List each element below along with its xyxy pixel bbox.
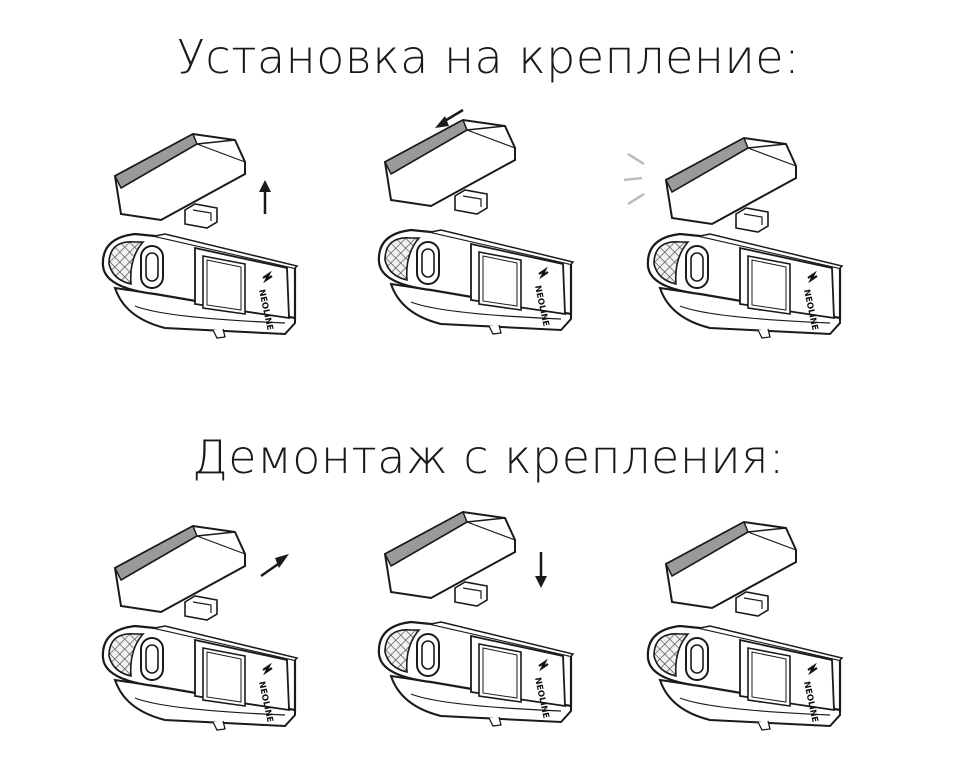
install-heading: Установка на крепление:	[176, 30, 801, 84]
remove-step-3: NEOLINE	[640, 510, 870, 740]
remove-step-1: NEOLINE	[95, 510, 325, 740]
click-lines-icon	[623, 152, 645, 206]
install-step-2: NEOLINE	[365, 108, 595, 338]
remove-step-2: NEOLINE	[365, 500, 595, 730]
remove-heading: Демонтаж с крепления:	[192, 430, 785, 484]
install-step-3: NEOLINE	[623, 118, 870, 348]
install-step-1: NEOLINE	[95, 118, 325, 348]
